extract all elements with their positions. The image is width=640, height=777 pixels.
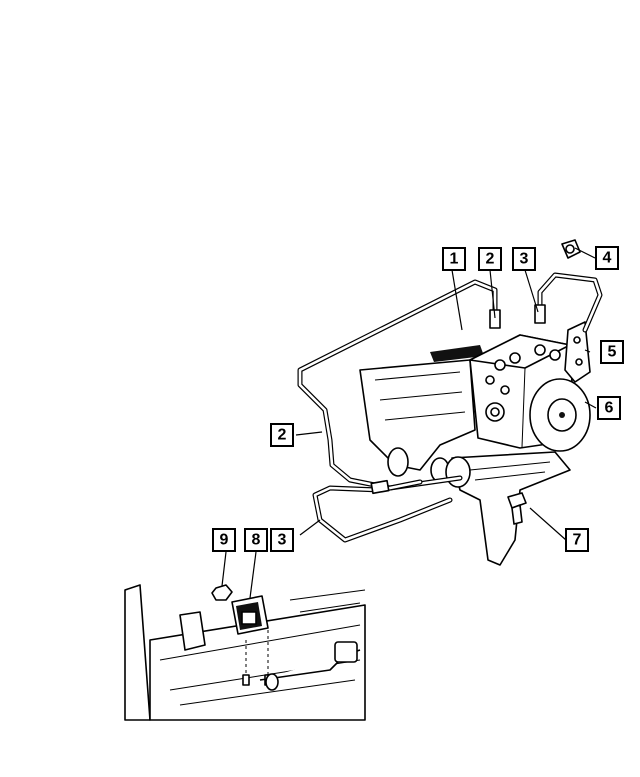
mounting-bracket [451, 451, 571, 566]
callout-4-label: 4 [603, 250, 612, 267]
tube-nut-1 [489, 309, 501, 329]
callout-6: 6 [597, 396, 621, 420]
callout-9: 9 [212, 528, 236, 552]
booster-fitting [445, 456, 471, 488]
callout-2-left-label: 2 [278, 427, 287, 444]
callout-2-left: 2 [270, 423, 294, 447]
callout-5: 5 [600, 340, 624, 364]
leader-lines [221, 247, 597, 599]
callout-7-label: 7 [573, 532, 582, 549]
reservoir-port [387, 447, 409, 477]
callout-8-label: 8 [252, 532, 261, 549]
callout-4: 4 [595, 246, 619, 270]
callout-2-top-label: 2 [486, 251, 495, 268]
callout-2-top: 2 [478, 247, 502, 271]
mounting-nut [211, 584, 233, 601]
callout-3-lower: 3 [270, 528, 294, 552]
callout-5-label: 5 [608, 344, 617, 361]
callout-1: 1 [442, 247, 466, 271]
tube-nut-2 [534, 304, 546, 324]
callout-9-label: 9 [220, 532, 229, 549]
callout-3-top-label: 3 [520, 251, 529, 268]
brake-assembly [297, 239, 603, 566]
callout-3-top: 3 [512, 247, 536, 271]
frame-bracket [179, 611, 206, 651]
vehicle-frame-inset [124, 584, 366, 721]
frame-rail [124, 584, 151, 721]
callout-3-lower-label: 3 [278, 532, 287, 549]
module-bracket [564, 321, 591, 383]
callout-1-label: 1 [450, 251, 459, 268]
mounting-bolt [507, 492, 527, 509]
callout-8: 8 [244, 528, 268, 552]
callout-7: 7 [565, 528, 589, 552]
callout-6-label: 6 [605, 400, 614, 417]
harness-connector [334, 641, 358, 663]
